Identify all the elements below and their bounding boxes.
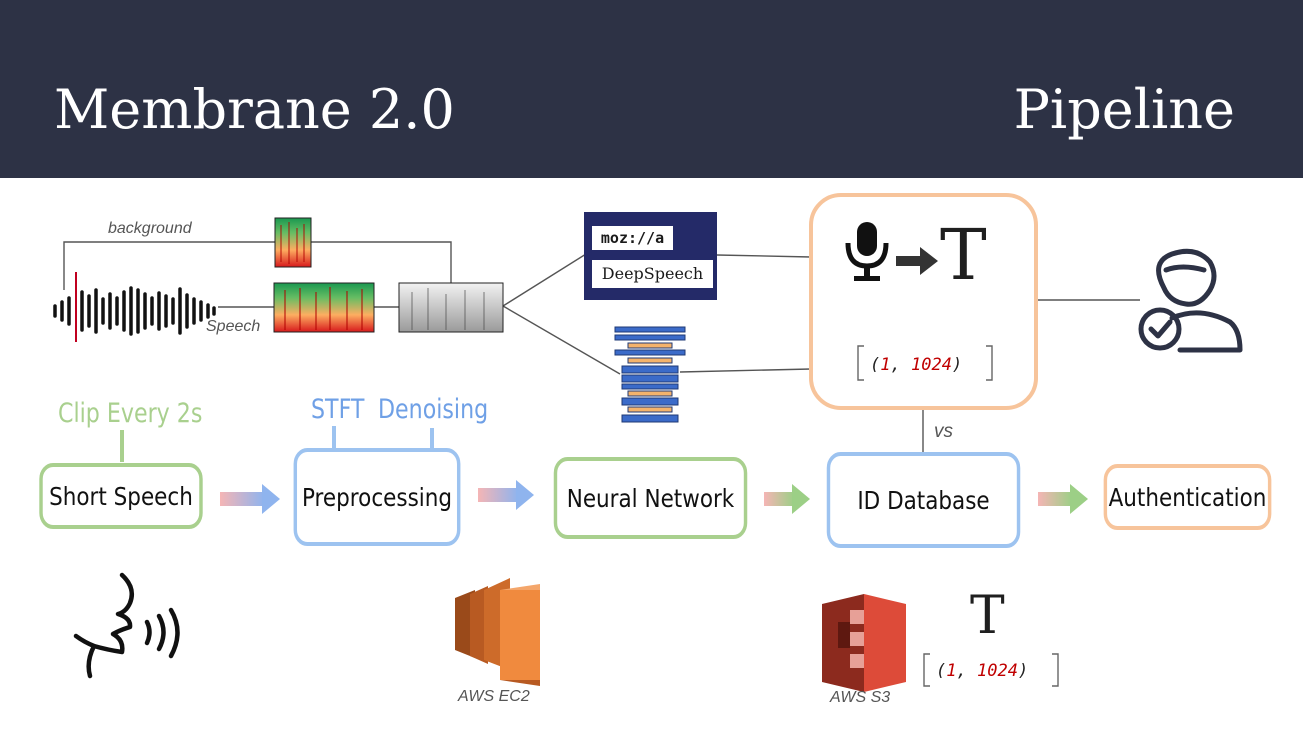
step-id-database: ID Database [826, 452, 1021, 548]
denoising-annotation: Denoising [378, 394, 489, 425]
background-label: background [108, 220, 192, 237]
microphone-icon [845, 222, 889, 281]
title-bar: Membrane 2.0 Pipeline [0, 0, 1303, 178]
speech-spectrogram [273, 282, 375, 333]
aws-s3-icon [822, 594, 906, 692]
step-short-speech: Short Speech [39, 463, 203, 529]
aws-ec2-label: AWS EC2 [458, 688, 530, 705]
network-layer-stack [614, 326, 686, 423]
aws-ec2-icon [455, 578, 540, 686]
step-preprocessing: Preprocessing [293, 448, 461, 546]
page-subtitle: Pipeline [1013, 78, 1235, 141]
deepspeech-label: DeepSpeech [592, 260, 713, 288]
speech-label: Speech [206, 318, 261, 335]
pipeline-arrows [220, 480, 1088, 514]
denoised-spectrogram [398, 282, 504, 333]
mozilla-logo: moz://a [592, 226, 673, 250]
step-neural-network: Neural Network [553, 457, 748, 539]
stored-embedding-shape: (1, 1024) [936, 661, 1029, 681]
diagram-canvas [53, 193, 1243, 692]
aws-s3-label: AWS S3 [830, 689, 891, 706]
connector-lines [63, 241, 1140, 452]
stored-transcript-icon: T [970, 586, 1005, 646]
tuple-brackets [857, 345, 1059, 687]
clip-annotation: Clip Every 2s [58, 398, 203, 429]
user-verified-icon [1138, 248, 1243, 353]
speech-waveform [53, 286, 216, 336]
embedding-shape: (1, 1024) [870, 355, 963, 375]
speaking-head-icon [73, 572, 180, 679]
page-title: Membrane 2.0 [54, 78, 455, 141]
stft-annotation: STFT [311, 394, 365, 425]
vs-label: vs [934, 421, 953, 442]
background-spectrogram [274, 217, 312, 268]
embedding-box [809, 193, 1038, 410]
arrow-right-icon [896, 247, 938, 275]
transcript-icon: T [940, 214, 987, 296]
step-authentication: Authentication [1103, 464, 1272, 530]
